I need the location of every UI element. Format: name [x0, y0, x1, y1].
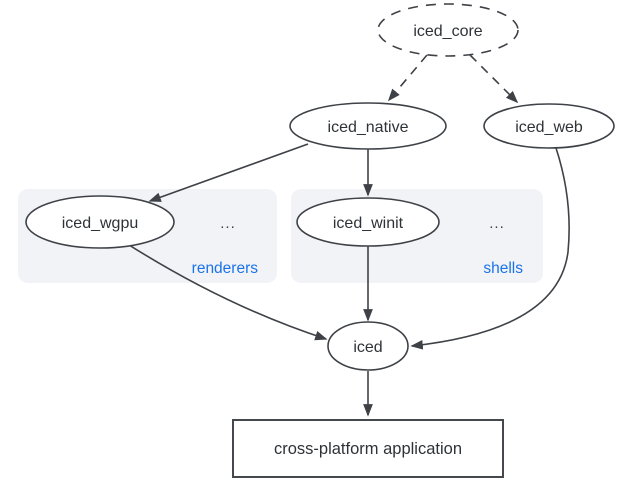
shells-ellipsis: ... — [489, 215, 505, 232]
node-cross-platform-application — [232, 419, 504, 478]
node-iced-label: iced — [353, 339, 382, 356]
edge-core-to-native — [387, 54, 428, 102]
renderers-ellipsis: ... — [220, 215, 236, 232]
node-iced-wgpu — [25, 195, 175, 249]
edge-web-to-iced — [410, 147, 570, 350]
node-iced-winit-label: iced_winit — [333, 215, 404, 232]
node-iced — [327, 321, 409, 371]
node-iced-native — [289, 102, 447, 150]
node-cross-platform-application-label: cross-platform application — [274, 440, 462, 458]
node-iced-web — [483, 103, 615, 149]
node-iced-core — [377, 3, 519, 57]
group-renderers-label: renderers — [192, 260, 259, 277]
edge-native-to-wgpu — [148, 143, 309, 202]
node-iced-core-label: iced_core — [413, 23, 482, 40]
node-iced-winit — [296, 197, 440, 247]
group-shells-label: shells — [483, 260, 523, 277]
edge-wgpu-to-iced — [125, 242, 328, 341]
edge-core-to-web — [469, 54, 519, 104]
node-iced-wgpu-label: iced_wgpu — [62, 215, 139, 232]
node-iced-native-label: iced_native — [328, 119, 409, 136]
node-iced-web-label: iced_web — [515, 119, 583, 136]
